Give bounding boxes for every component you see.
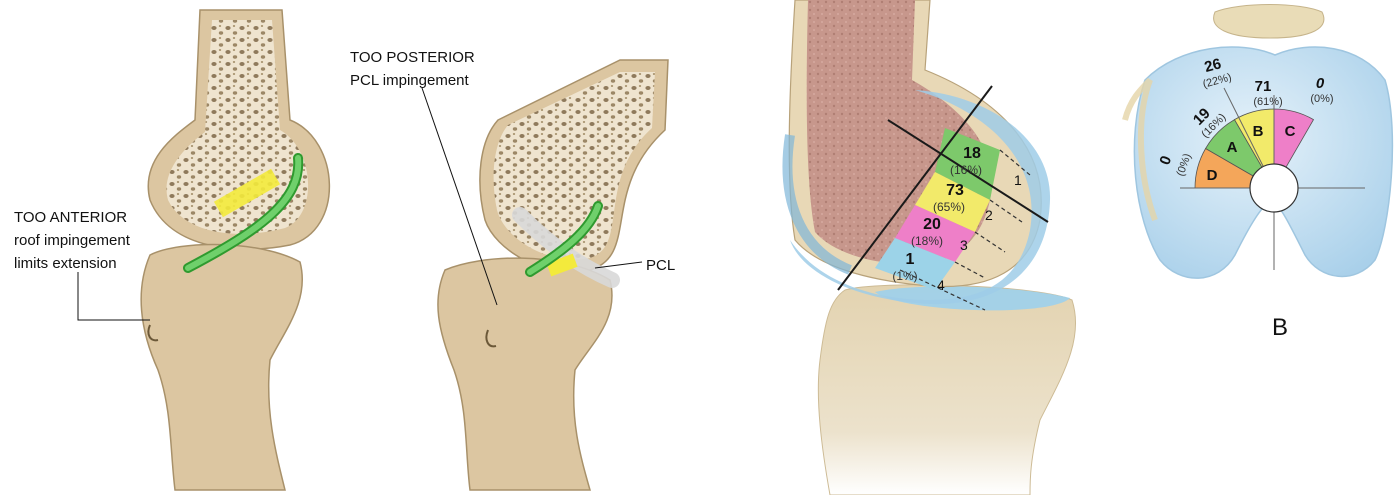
panel-sagittal-zones: 18 (16%) 73 (65%) 20 (18%) 1 (1%) 1 2 3 …: [788, 0, 1076, 495]
sector-C-count: 0: [1316, 75, 1325, 92]
zone-2-label: 2: [985, 207, 993, 223]
panel-anterior: TOO ANTERIOR roof impingement limits ext…: [14, 10, 329, 490]
zone-4-count: 1: [906, 251, 915, 268]
leader-anterior: [78, 272, 150, 320]
zone-3-count: 20: [923, 216, 941, 233]
tibia-2: [438, 258, 612, 490]
tibia-3: [818, 285, 1075, 495]
tibia-1: [141, 245, 302, 490]
zone-3-label: 3: [960, 237, 968, 253]
sector-A-letter: A: [1227, 139, 1238, 156]
label-too-anterior: TOO ANTERIOR roof impingement limits ext…: [14, 209, 134, 272]
label-too-posterior: TOO POSTERIOR PCL impingement: [350, 49, 479, 89]
sector-B-letter: B: [1253, 123, 1264, 140]
zone-1-label: 1: [1014, 172, 1022, 188]
label-pcl: PCL: [646, 257, 675, 274]
zone-2-count: 73: [946, 182, 964, 199]
zone-1-count: 18: [963, 145, 981, 162]
sector-D-letter: D: [1207, 167, 1218, 184]
panel-coronal-b: D A B C 0 (0%) 19 (16%) 71 (61%) 0 (0%) …: [1125, 5, 1392, 342]
sector-C-pct: (0%): [1310, 93, 1333, 105]
zone-4-label: 4: [937, 277, 945, 293]
zone-2-pct: (65%): [933, 200, 965, 214]
zone-4-pct: (1%): [892, 269, 917, 283]
sector-B-count: 71: [1255, 78, 1272, 95]
notch-circle: [1250, 164, 1298, 212]
zone-1-pct: (16%): [950, 163, 982, 177]
sector-B-pct: (61%): [1253, 96, 1282, 108]
panel-b-label: B: [1272, 314, 1288, 341]
sector-C-letter: C: [1285, 123, 1296, 140]
patella: [1214, 5, 1324, 39]
zone-3-pct: (18%): [911, 234, 943, 248]
panel-posterior: TOO POSTERIOR PCL impingement PCL: [350, 49, 675, 490]
